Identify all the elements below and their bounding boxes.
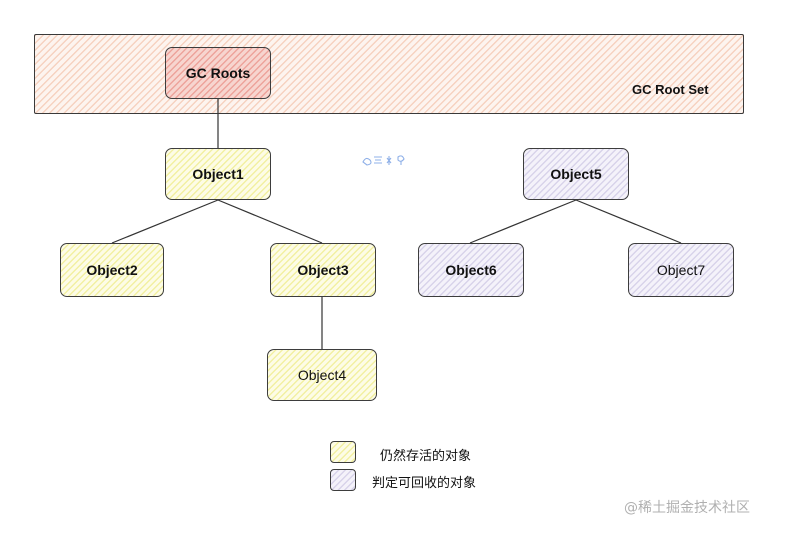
legend-collectable-label: 判定可回收的对象 <box>372 476 477 491</box>
legend-collectable-swatch <box>330 469 356 491</box>
edge-object5-object6 <box>469 199 577 244</box>
object6-node: Object6 <box>418 243 524 297</box>
legend-alive-swatch <box>330 441 356 463</box>
object1-node: Object1 <box>165 148 271 200</box>
legend-alive-label: 仍然存活的对象 <box>380 449 472 464</box>
object7-node: Object7 <box>628 243 734 297</box>
object2-node: Object2 <box>60 243 164 297</box>
object3-node: Object3 <box>270 243 376 297</box>
gc-root-set-region <box>34 34 744 114</box>
object4-node: Object4 <box>267 349 377 401</box>
gc-roots-node: GC Roots <box>165 47 271 99</box>
author-doodle-icon <box>362 155 405 166</box>
edge-object1-object3 <box>217 199 323 244</box>
object5-node: Object5 <box>523 148 629 200</box>
watermark: @稀土掘金技术社区 <box>624 500 750 516</box>
edge-object1-object2 <box>111 199 219 244</box>
edge-object5-object7 <box>575 199 682 244</box>
gc-root-set-label: GC Root Set <box>632 82 709 97</box>
